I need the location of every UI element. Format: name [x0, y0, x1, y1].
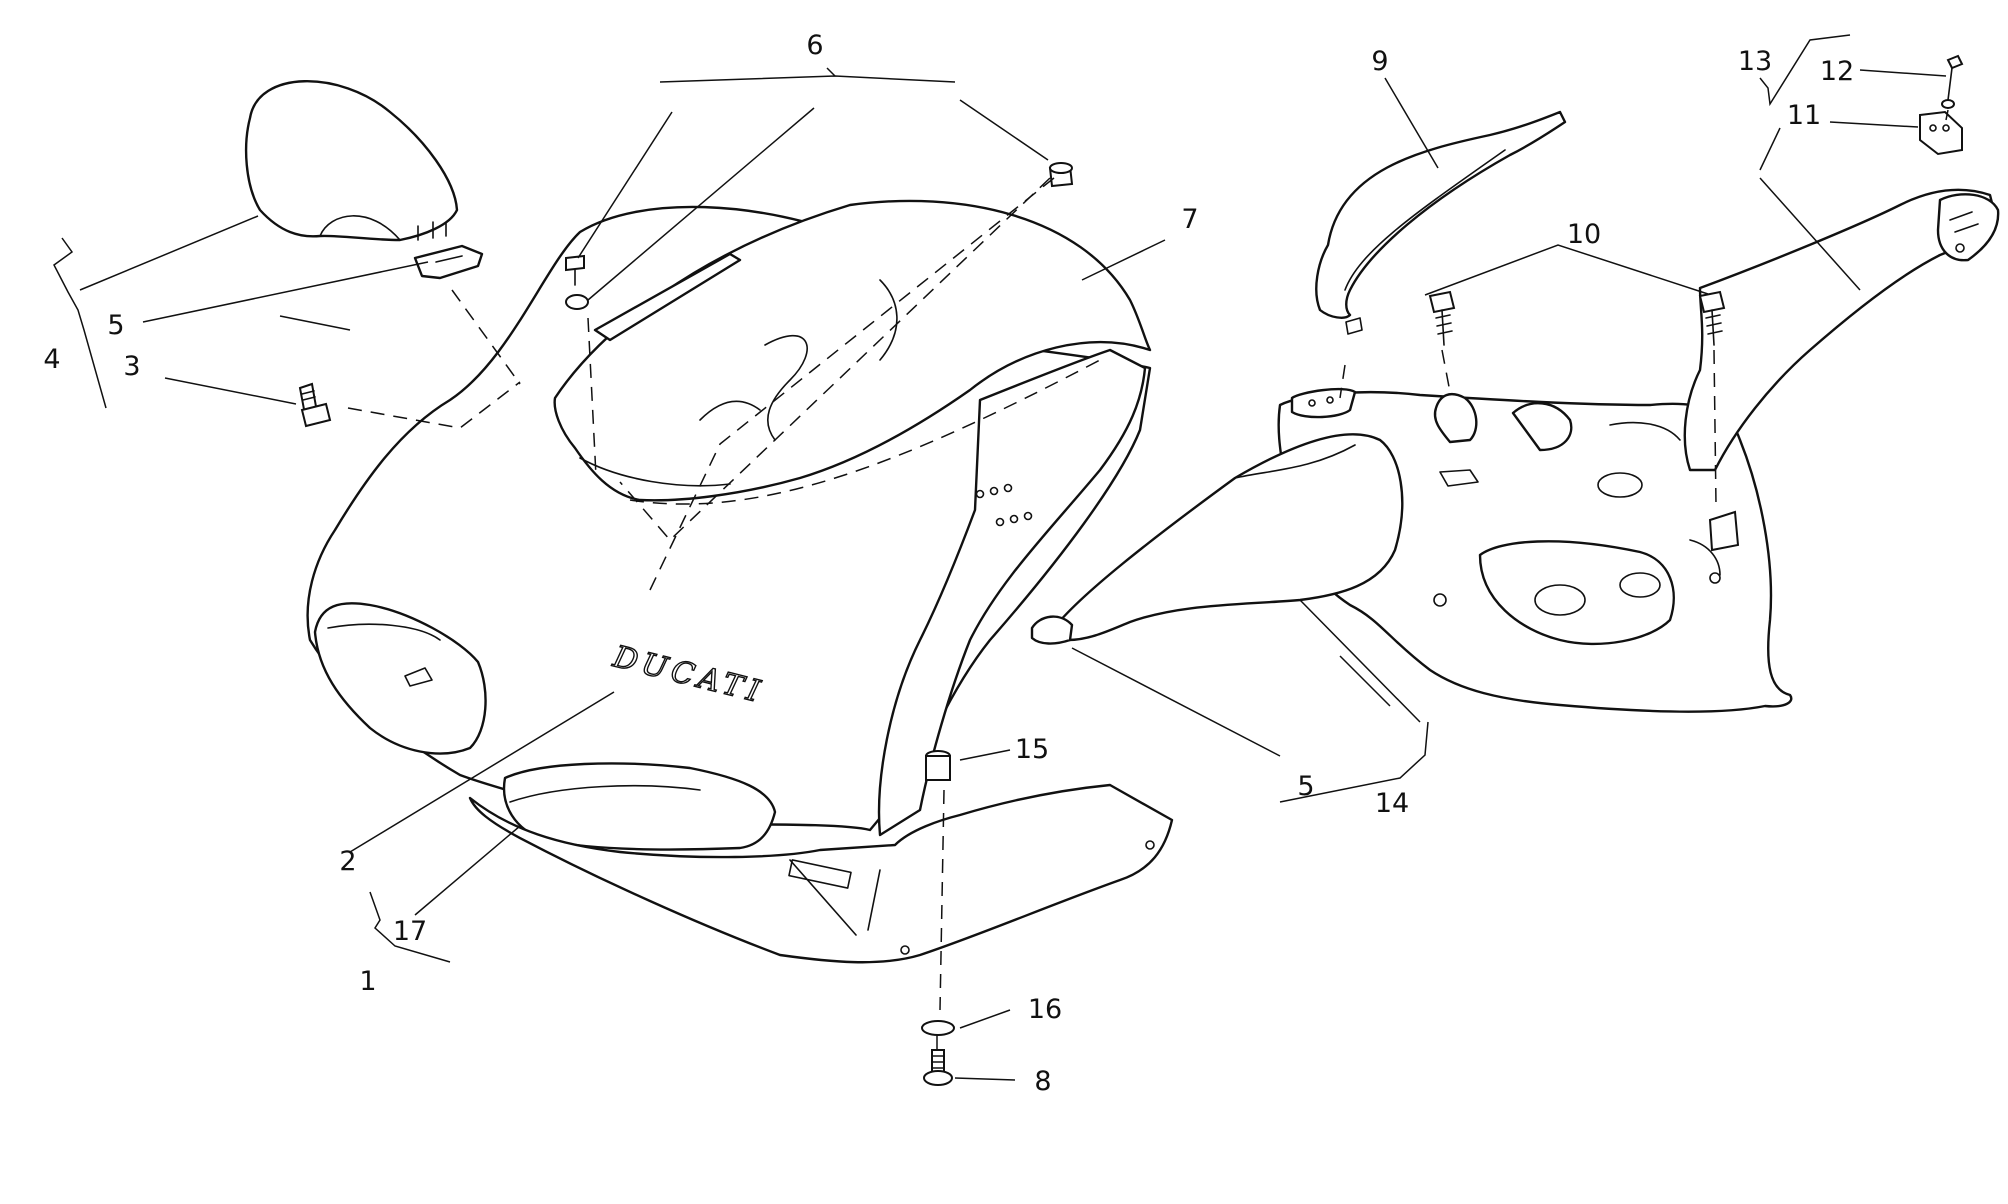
assembly-lines: [347, 109, 1949, 1050]
callout-4: 4: [43, 344, 60, 375]
callout-3: 3: [123, 351, 140, 382]
callout-10: 10: [1567, 219, 1601, 250]
callout-7: 7: [1181, 204, 1198, 235]
air-duct-5: [1030, 433, 1404, 645]
callout-17: 17: [393, 916, 427, 947]
fairing-upper: DUCATI: [306, 199, 1174, 964]
callout-5-left: 5: [107, 310, 124, 341]
leader-lines: [53, 34, 1947, 1081]
mirror-hardware: [1428, 54, 1964, 552]
callout-9: 9: [1371, 46, 1388, 77]
callout-2: 2: [339, 846, 356, 877]
callout-13: 13: [1738, 46, 1772, 77]
callout-16: 16: [1028, 994, 1062, 1025]
callout-11: 11: [1787, 100, 1821, 131]
callout-1: 1: [359, 966, 376, 997]
callout-5-right: 5: [1297, 771, 1314, 802]
inner-fairing-14: [1277, 387, 1793, 713]
callout-8: 8: [1034, 1066, 1051, 1097]
callout-6: 6: [806, 30, 823, 61]
callout-14: 14: [1375, 788, 1409, 819]
bracket-9: [1315, 110, 1567, 335]
callout-15: 15: [1015, 734, 1049, 765]
callout-labels: 1 2 3 4 5 6 7 8 9 10 11 12 13 14 15 16 1…: [43, 30, 1854, 1097]
mirror-assembly: [244, 80, 484, 428]
mirror-arm-13: [1683, 188, 2000, 472]
fastener-hardware: [565, 162, 1074, 1086]
callout-12: 12: [1820, 56, 1854, 87]
